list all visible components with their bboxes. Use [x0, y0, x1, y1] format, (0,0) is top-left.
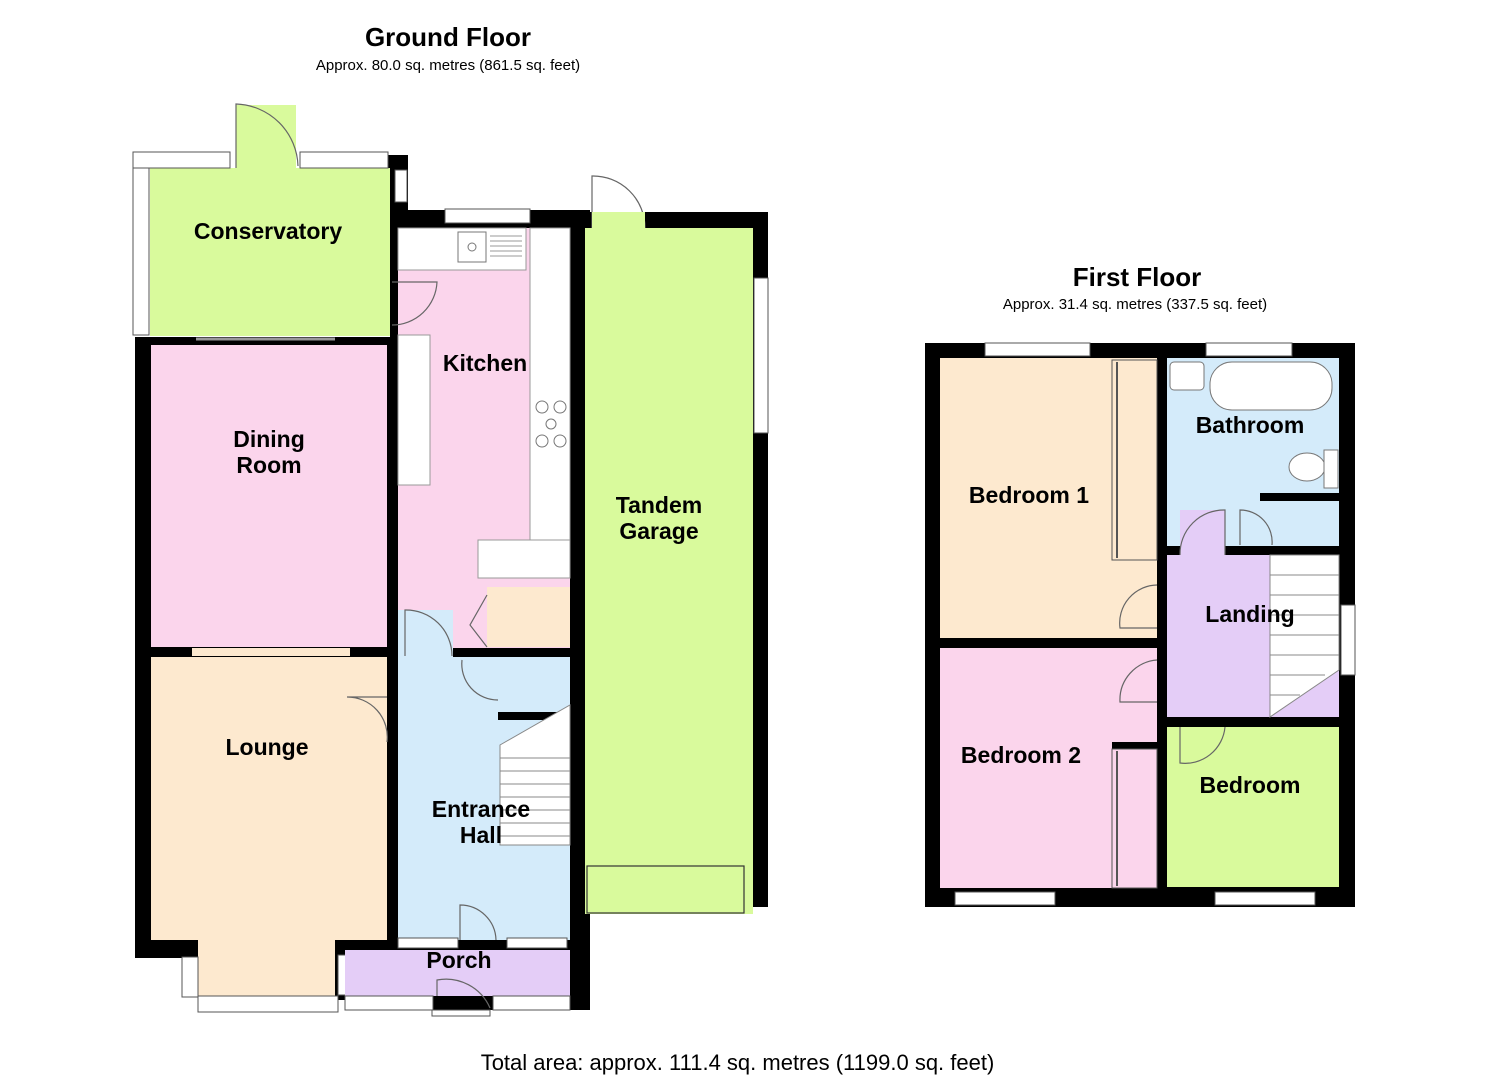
- landing-label: Landing: [1205, 601, 1295, 627]
- conservatory-door-swing: [235, 103, 299, 168]
- lounge-room: [151, 657, 387, 940]
- airing-cupboard-door-swing: [1239, 509, 1273, 546]
- first-floor-title: First Floor: [1072, 262, 1202, 292]
- staircase: [499, 704, 571, 846]
- kitchen-sink-drain-icon: [467, 242, 477, 252]
- lounge-wall-bay-left: [135, 940, 198, 958]
- dining-room-label-line2: Room: [236, 452, 302, 478]
- understairs-cupboard-wall: [498, 712, 558, 720]
- bedroom-1-door-swing: [1119, 584, 1158, 629]
- cupboard-door-swing: [461, 659, 499, 701]
- conservatory-window-top: [132, 151, 231, 169]
- bedroom-3-door-swing: [1179, 726, 1226, 764]
- ground-floor-plan: [132, 103, 769, 1017]
- kitchen-utility-counter: [477, 539, 571, 579]
- kitchen-hob-icon: [535, 400, 567, 448]
- porch-inner-door-swing: [459, 904, 497, 941]
- first-floor-plan: [925, 342, 1356, 907]
- bedroom-label: Bedroom: [1199, 772, 1301, 798]
- toilet-cistern-icon: [1323, 449, 1339, 489]
- bedroom-2-label: Bedroom 2: [960, 742, 1082, 768]
- total-area: Total area: approx. 111.4 sq. metres (11…: [480, 1050, 995, 1075]
- first-floor-staircase: [1269, 554, 1340, 718]
- tandem-garage-label-line2: Garage: [619, 518, 699, 544]
- tandem-garage-label: Tandem Garage: [589, 492, 729, 544]
- first-floor-area: Approx. 31.4 sq. metres (337.5 sq. feet): [1002, 296, 1268, 313]
- bathroom-label: Bathroom: [1195, 412, 1305, 438]
- dining-room-label: Dining Room: [199, 426, 339, 478]
- conservatory-window-side: [394, 169, 408, 203]
- bedroom-3-room: [1167, 727, 1339, 887]
- entrance-hall-label-line1: Entrance: [431, 796, 531, 822]
- porch-room: [345, 950, 570, 996]
- airing-cupboard-wall: [1260, 493, 1340, 501]
- lounge-bay-window-left: [181, 956, 199, 998]
- lounge-label: Lounge: [225, 734, 309, 760]
- kitchen-worktop-right: [529, 227, 571, 579]
- bathroom-window: [1205, 342, 1293, 357]
- conservatory-window-left: [132, 151, 150, 336]
- garage-rear-door-gap: [592, 212, 645, 228]
- lounge-bay-window-front: [197, 995, 339, 1013]
- entrance-hall-label-line2: Hall: [459, 822, 503, 848]
- hall-door-swing: [404, 609, 453, 657]
- garage-window: [753, 277, 769, 434]
- bath-icon: [1209, 361, 1333, 411]
- ground-floor-area: Approx. 80.0 sq. metres (861.5 sq. feet): [315, 57, 581, 74]
- bedroom-3-window: [1214, 891, 1316, 906]
- toilet-icon: [1288, 452, 1326, 482]
- landing-door-swing: [1179, 509, 1226, 556]
- porch-window-left: [344, 995, 434, 1011]
- tandem-garage-label-line1: Tandem: [615, 492, 703, 518]
- tandem-garage-room: [585, 228, 753, 914]
- bedroom-1-wardrobe: [1111, 359, 1158, 561]
- lounge-door-swing: [346, 696, 388, 743]
- kitchen-cupboard: [487, 587, 570, 647]
- kitchen-cupboard-door: [469, 594, 488, 648]
- dining-room-label-line1: Dining: [233, 426, 305, 452]
- bedroom-1-label: Bedroom 1: [968, 482, 1090, 508]
- front-door-swing: [436, 978, 491, 1009]
- kitchen-window: [444, 208, 531, 224]
- landing-upper: [1180, 510, 1225, 555]
- ground-floor-title: Ground Floor: [364, 22, 532, 52]
- entrance-hall-label: Entrance Hall: [411, 796, 551, 848]
- dining-room: [151, 345, 387, 647]
- bedroom-2-window: [954, 891, 1056, 906]
- bedroom-2-door-swing: [1119, 659, 1158, 703]
- porch-door-threshold: [431, 1009, 491, 1017]
- conservatory-room: [150, 168, 390, 336]
- kitchen-back-door-swing: [391, 281, 438, 326]
- kitchen-worktop-left: [397, 334, 431, 486]
- bedroom-2-wardrobe-wall: [1112, 742, 1157, 749]
- garage-door: [586, 865, 745, 914]
- bedroom-2-wardrobe: [1111, 748, 1158, 889]
- hall-window-right: [506, 937, 568, 949]
- conservatory-window-top-right: [299, 151, 389, 169]
- kitchen-sink-icon: [457, 231, 487, 263]
- landing-window: [1340, 604, 1356, 676]
- kitchen-label: Kitchen: [442, 350, 528, 376]
- porch-window-right: [492, 995, 571, 1011]
- hall-window-left: [397, 937, 459, 949]
- basin-icon: [1169, 361, 1205, 391]
- conservatory-door-extension: [236, 105, 296, 170]
- bedroom-1-window: [984, 342, 1091, 357]
- lounge-bay-room: [198, 940, 335, 998]
- conservatory-label: Conservatory: [193, 218, 343, 244]
- porch-label: Porch: [426, 947, 492, 973]
- kitchen-drainer-icon: [490, 235, 522, 257]
- entrance-hall-upper: [398, 610, 453, 660]
